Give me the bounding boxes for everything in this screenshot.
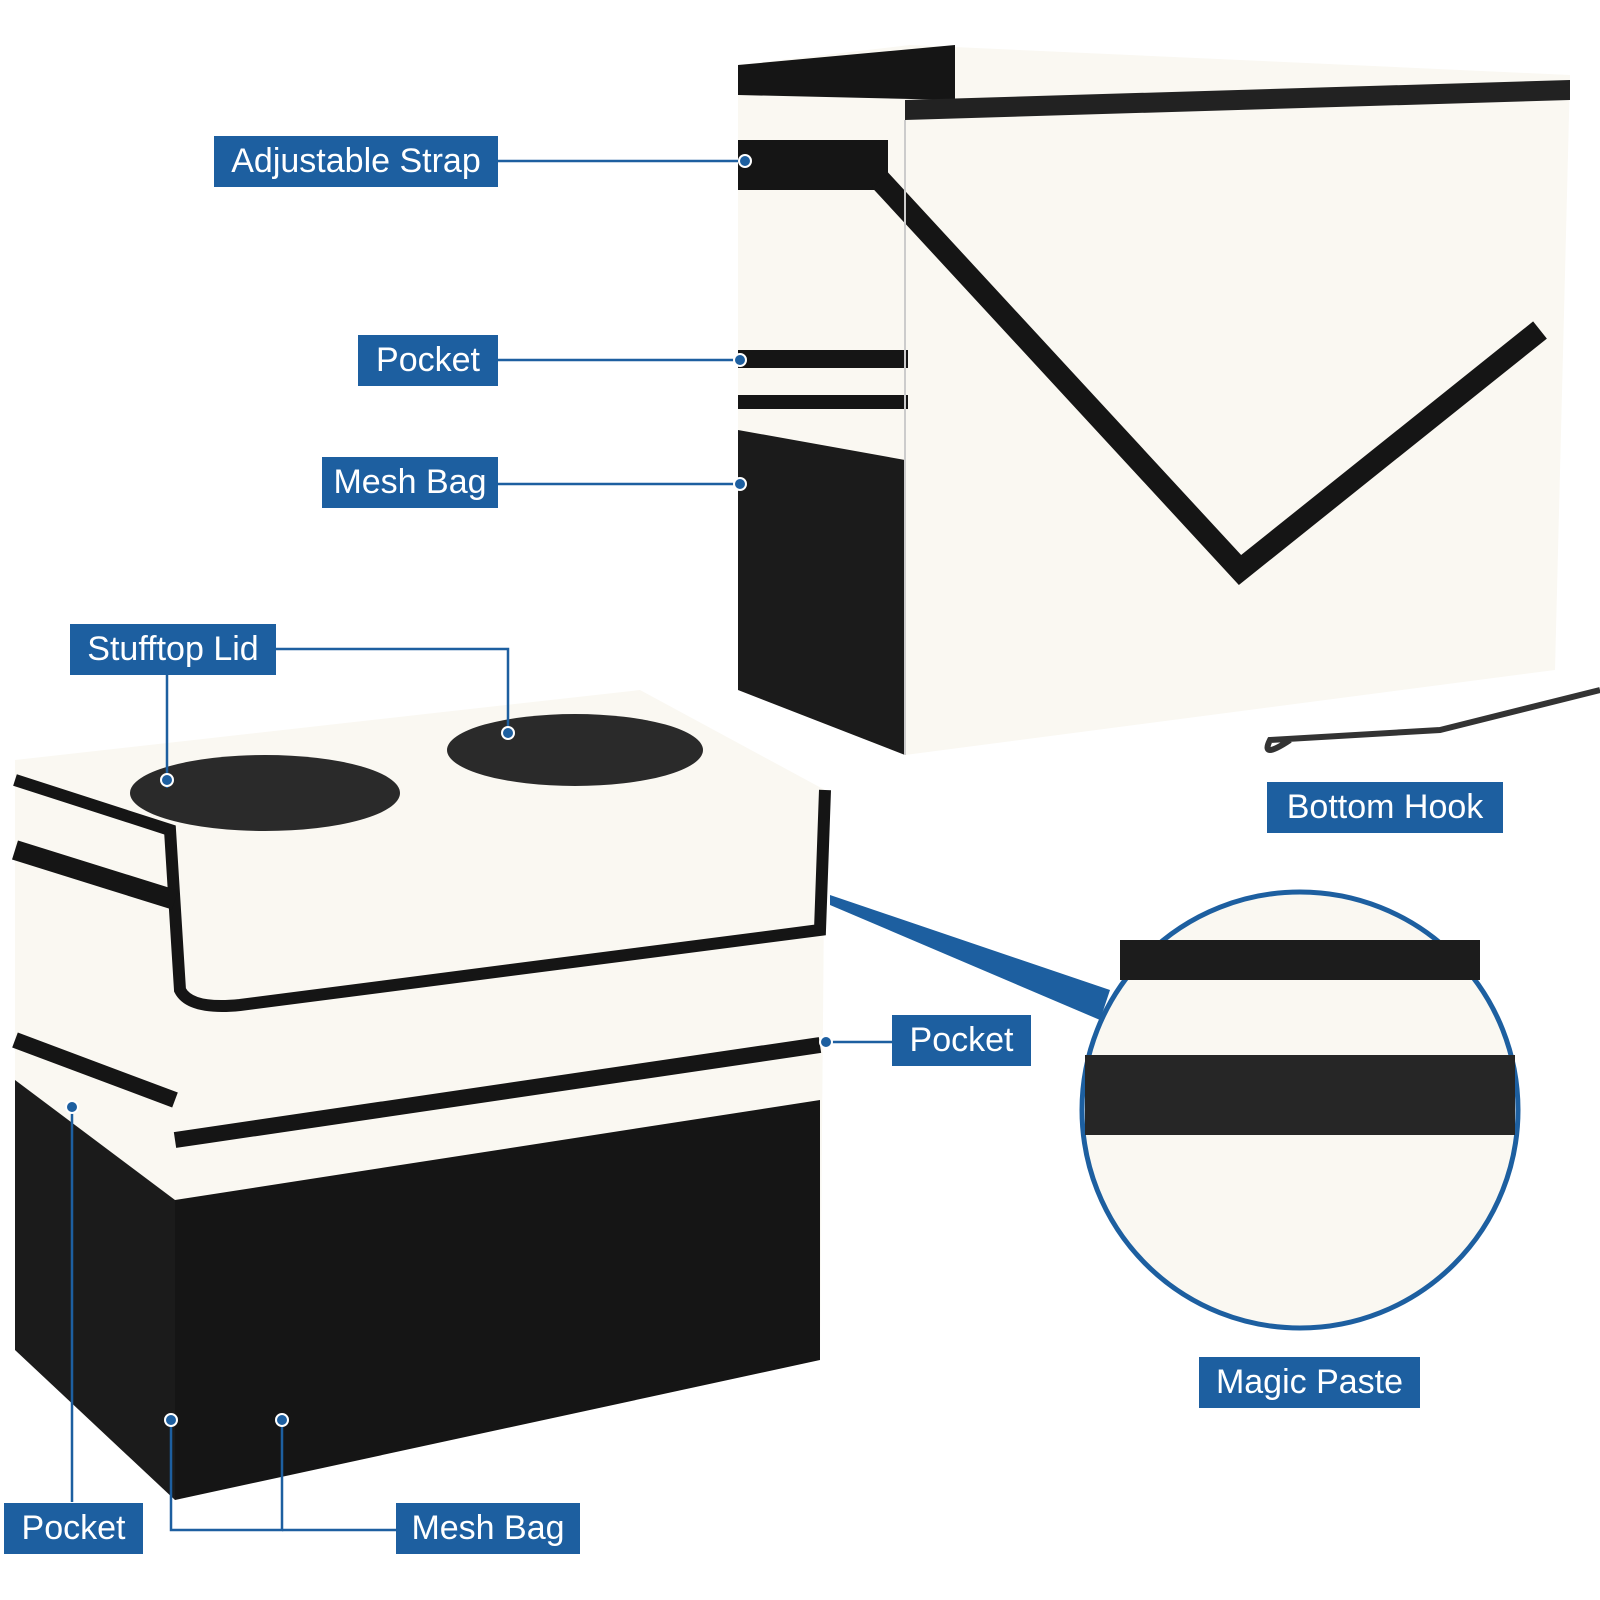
label-mesh-bag-bottom: Mesh Bag [396,1503,580,1554]
leader-dots [65,154,833,1427]
label-pocket-top: Pocket [358,335,498,386]
label-pocket-right: Pocket [892,1015,1031,1066]
magic-paste-closeup [830,889,1521,1331]
label-mesh-bag-top: Mesh Bag [322,457,498,508]
label-adjustable-strap: Adjustable Strap [214,136,498,187]
organizer-bag-side-view [738,45,1600,755]
leader-lines [70,159,893,1532]
label-bottom-hook: Bottom Hook [1267,782,1503,833]
label-pocket-bottom: Pocket [4,1503,143,1554]
label-magic-paste: Magic Paste [1199,1357,1420,1408]
organizer-bag-front-view [12,690,831,1500]
label-stufftop-lid: Stufftop Lid [70,624,276,675]
